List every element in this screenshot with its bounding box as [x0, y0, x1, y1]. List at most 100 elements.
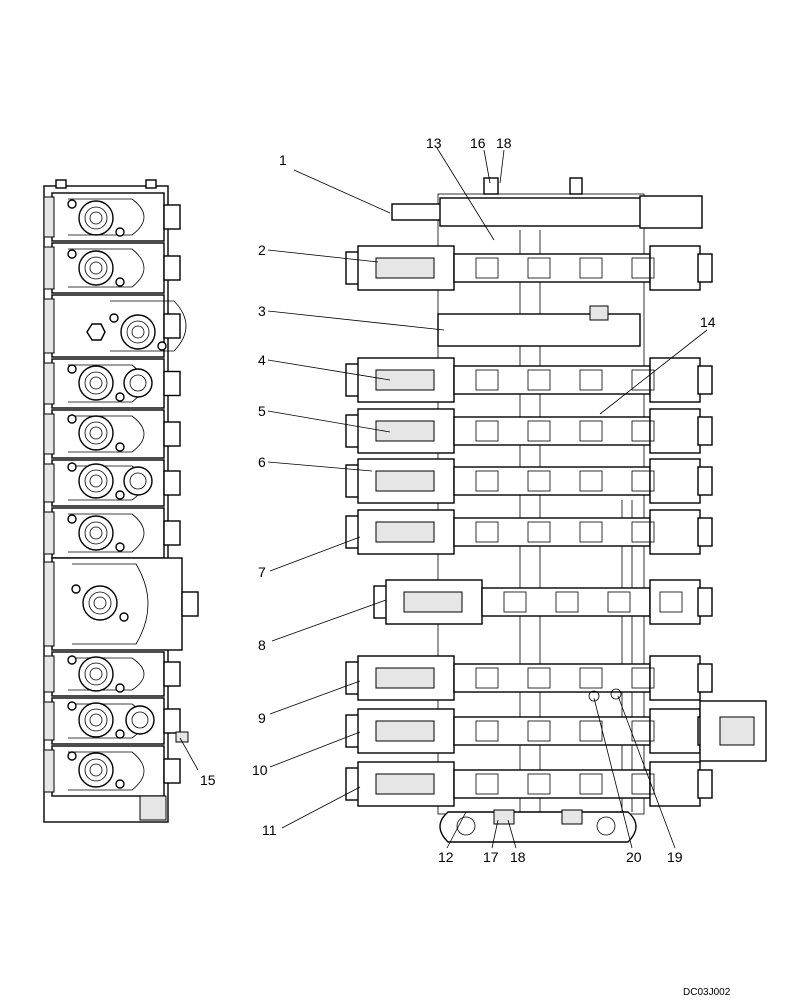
front-spool-spring — [375, 667, 435, 689]
front-spool-land — [527, 369, 551, 391]
front-spool-land — [475, 369, 499, 391]
callout-15: 15 — [200, 772, 216, 788]
side-section-cover — [72, 563, 149, 645]
front-spool-spring — [375, 720, 435, 742]
front-spool-land — [579, 470, 603, 492]
side-port-bore — [84, 758, 108, 782]
front-spool-spring — [403, 591, 463, 613]
callout-8: 8 — [258, 637, 266, 653]
side-port-bore — [84, 662, 108, 686]
callout-18-top: 18 — [496, 135, 512, 151]
side-port-ring — [82, 585, 118, 621]
side-port-ring — [78, 463, 114, 499]
callout-20: 20 — [626, 849, 642, 865]
front-spool-spring — [375, 470, 435, 492]
side-bolt — [67, 414, 77, 424]
side-port-center — [89, 763, 103, 777]
side-bolt — [115, 683, 125, 693]
side-port-boss — [163, 370, 181, 397]
side-port-bore — [84, 469, 108, 493]
callout-3: 3 — [258, 303, 266, 319]
side-section-flange — [43, 298, 55, 354]
side-port-center — [89, 211, 103, 225]
side-port-boss — [163, 255, 181, 281]
valve-side-view — [43, 179, 199, 823]
side-section-cover — [68, 415, 145, 453]
side-aux-port — [123, 466, 153, 496]
front-spool-land — [579, 369, 603, 391]
front-spool-right-cap — [649, 761, 701, 807]
front-spool-right-cap — [649, 509, 701, 555]
front-spool-body — [453, 416, 651, 446]
side-section-flange — [43, 463, 55, 503]
side-port-ring — [78, 365, 114, 401]
front-spool-land — [527, 257, 551, 279]
side-bolt — [115, 779, 125, 789]
front-spool-land — [475, 720, 499, 742]
side-bolt — [115, 542, 125, 552]
front-spool-right-end — [697, 416, 713, 446]
front-top-stud — [483, 177, 499, 195]
side-hex-plug — [86, 323, 106, 341]
front-spool-land — [579, 420, 603, 442]
side-aux-port-bore — [129, 472, 147, 490]
side-aux-port-bore — [129, 374, 147, 392]
front-spool-right-cap — [649, 458, 701, 504]
side-port-boss — [163, 708, 181, 734]
side-aux-port — [125, 705, 155, 735]
side-port-boss — [163, 661, 181, 687]
side-section-cover — [68, 657, 145, 691]
front-orifice-20 — [588, 690, 600, 702]
front-spool-land — [555, 591, 579, 613]
side-port-ring — [78, 200, 114, 236]
side-port-ring — [78, 515, 114, 551]
side-bolt — [71, 584, 81, 594]
front-spool-land — [659, 591, 683, 613]
callout-19: 19 — [667, 849, 683, 865]
front-spool-right-end — [697, 587, 713, 617]
side-port-bore — [84, 521, 108, 545]
callout-9: 9 — [258, 710, 266, 726]
front-spool-land — [527, 420, 551, 442]
front-spool-land — [475, 521, 499, 543]
callout-13: 13 — [426, 135, 442, 151]
front-spool-section-1 — [439, 197, 647, 227]
front-spool-right-cap — [649, 357, 701, 403]
front-spool-land — [579, 521, 603, 543]
callout-labels: 1 2 3 4 5 6 7 8 9 10 11 12 13 14 15 16 1… — [200, 135, 731, 998]
front-spool-land — [631, 369, 655, 391]
front-bottom-fitting — [493, 809, 515, 825]
front-spool-land — [607, 591, 631, 613]
side-port-ring — [120, 314, 156, 350]
front-spool-land — [631, 420, 655, 442]
front-spool-section-3 — [437, 313, 641, 347]
front-spool-land — [527, 720, 551, 742]
front-spool-land — [579, 667, 603, 689]
front-spool-land — [475, 667, 499, 689]
side-port-boss — [163, 313, 181, 339]
side-port-center — [89, 667, 103, 681]
side-aux-port-bore — [131, 711, 149, 729]
front-spool-body — [453, 253, 651, 283]
front-spool-right-end — [697, 663, 713, 693]
front-extension-plug — [719, 716, 755, 746]
front-spool-land — [475, 773, 499, 795]
front-spool-land — [631, 521, 655, 543]
side-section-cover — [68, 198, 145, 236]
front-spool-body — [453, 716, 651, 746]
side-port-center — [89, 261, 103, 275]
front-spool-land — [631, 773, 655, 795]
front-plug — [589, 305, 609, 321]
front-orifice-19 — [610, 688, 622, 700]
front-bottom-hole — [456, 816, 476, 836]
callout-10: 10 — [252, 762, 268, 778]
side-port-bore — [84, 708, 108, 732]
side-bolt — [67, 514, 77, 524]
front-bottom-fitting — [561, 809, 583, 825]
side-bolt — [115, 227, 125, 237]
callout-5: 5 — [258, 403, 266, 419]
side-section-flange — [43, 362, 55, 405]
side-port-bore — [84, 421, 108, 445]
side-top-stud — [145, 179, 157, 189]
